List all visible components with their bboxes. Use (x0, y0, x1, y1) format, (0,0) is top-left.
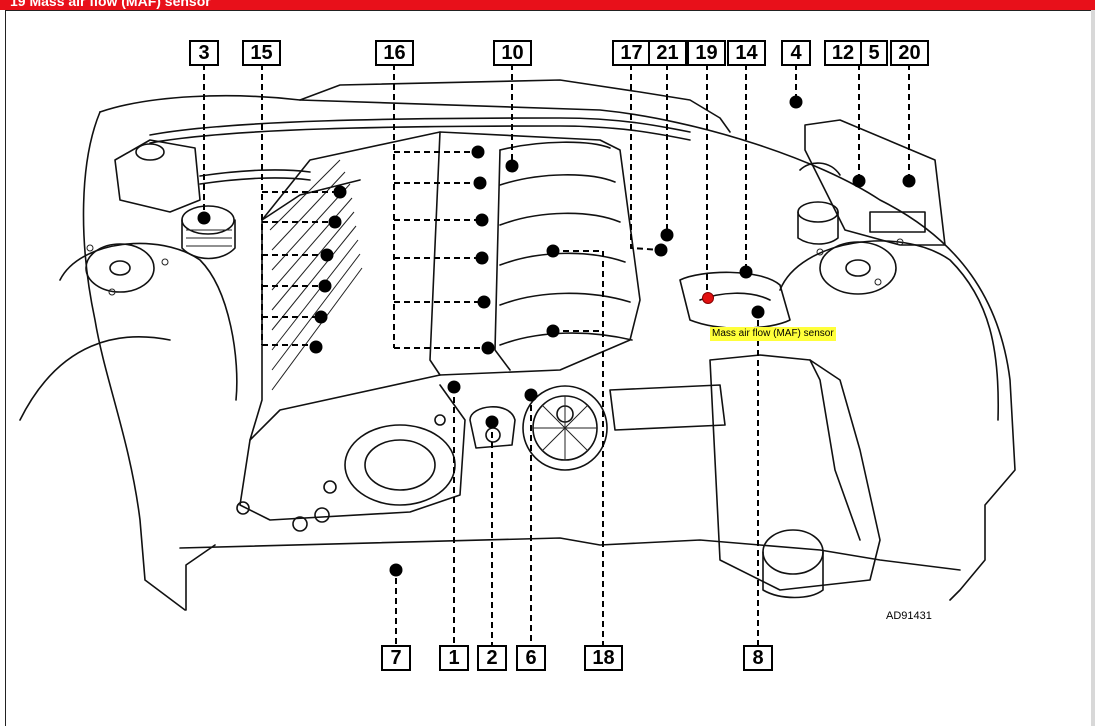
svg-text:4: 4 (790, 42, 802, 64)
label-16: 16 (375, 40, 414, 66)
svg-text:5: 5 (868, 42, 879, 64)
reference-code: AD91431 (886, 610, 932, 622)
svg-text:20: 20 (898, 42, 920, 64)
label-10: 10 (493, 40, 532, 66)
label-2: 2 (477, 645, 507, 671)
svg-text:10: 10 (501, 42, 523, 64)
svg-text:21: 21 (656, 42, 678, 64)
callout-dots (197, 95, 916, 577)
label-8: 8 (743, 645, 773, 671)
svg-text:17: 17 (620, 42, 642, 64)
svg-text:7: 7 (390, 647, 401, 669)
maf-sensor-marker[interactable] (702, 292, 714, 304)
diagram-frame (5, 10, 1093, 726)
scrollbar[interactable] (1091, 10, 1095, 726)
label-4: 4 (781, 40, 811, 66)
window-title: 19 Mass air flow (MAF) sensor (10, 0, 211, 9)
label-3: 3 (189, 40, 219, 66)
label-19: 19 (687, 40, 726, 66)
svg-text:2: 2 (486, 647, 497, 669)
svg-text:15: 15 (250, 42, 272, 64)
label-1: 1 (439, 645, 469, 671)
svg-text:3: 3 (198, 42, 209, 64)
svg-text:8: 8 (752, 647, 763, 669)
svg-text:14: 14 (735, 42, 758, 64)
label-12: 12 (824, 40, 862, 66)
engine-drawing (19, 79, 1016, 611)
label-17: 17 (612, 40, 651, 66)
label-14: 14 (727, 40, 766, 66)
label-6: 6 (516, 645, 546, 671)
svg-text:19: 19 (695, 42, 717, 64)
label-5: 5 (860, 40, 888, 66)
svg-text:12: 12 (832, 42, 854, 64)
svg-text:18: 18 (592, 647, 614, 669)
svg-text:16: 16 (383, 42, 405, 64)
label-20: 20 (890, 40, 929, 66)
title-bar: 19 Mass air flow (MAF) sensor (0, 0, 1095, 10)
label-18: 18 (584, 645, 623, 671)
leader-lines (203, 64, 910, 646)
svg-text:1: 1 (448, 647, 459, 669)
label-7: 7 (381, 645, 411, 671)
svg-text:6: 6 (525, 647, 536, 669)
maf-sensor-tooltip: Mass air flow (MAF) sensor (710, 327, 836, 341)
label-21: 21 (648, 40, 687, 66)
label-15: 15 (242, 40, 281, 66)
